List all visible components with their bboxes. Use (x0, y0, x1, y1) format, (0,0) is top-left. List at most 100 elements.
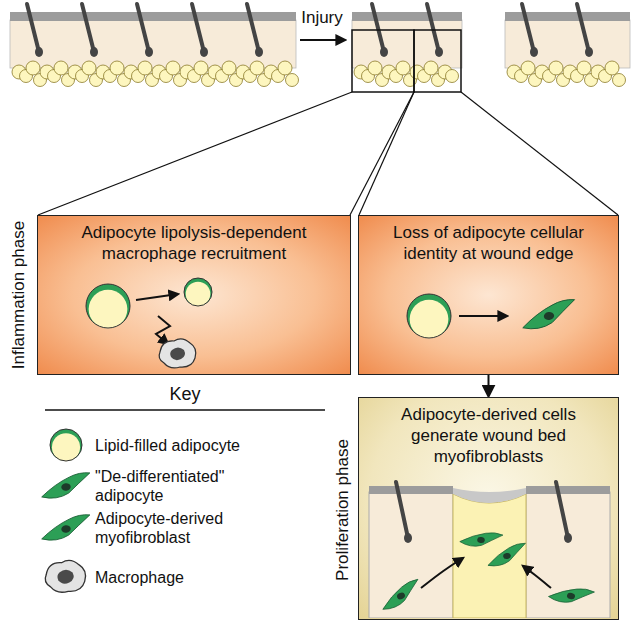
macrophage-cell (159, 339, 196, 368)
epidermis (352, 12, 462, 21)
box-heading: Adipocyte-derived cells generate wound b… (359, 398, 618, 467)
box-illustration (359, 478, 617, 618)
dermis (526, 492, 610, 618)
follicle-bulb (585, 47, 593, 57)
cell-nucleus (503, 552, 512, 559)
cell-nucleus (477, 536, 486, 543)
fat-cell (521, 61, 535, 75)
phase-label: Proliferation phase (333, 439, 353, 581)
legend-text: Macrophage (95, 568, 275, 587)
process-arrow (421, 558, 463, 588)
wound-bed (453, 494, 526, 618)
cell-body (520, 299, 578, 331)
legend-text: "De-differentiated" adipocyte (95, 467, 275, 505)
fat-cell (613, 74, 626, 87)
myofibroblast-cell (459, 526, 503, 552)
myofibroblast-cell (548, 580, 595, 609)
cell-nucleus (57, 570, 73, 584)
hair-follicle (247, 4, 259, 52)
hair-follicle (556, 482, 568, 538)
hair-follicle (577, 4, 589, 52)
fat-cell (424, 61, 438, 75)
adipocyte-lipid (407, 294, 451, 338)
adipocyte-outline (184, 278, 212, 306)
legend-symbol (34, 420, 98, 470)
legend-symbol (34, 461, 98, 511)
cell-body (377, 579, 424, 611)
follicle-bulb (380, 47, 388, 57)
cell-nucleus (61, 483, 71, 491)
process-box: Adipocyte lipolysis-dependent macrophage… (37, 215, 351, 375)
legend-text: Lipid-filled adipocyte (95, 436, 275, 455)
skin-illustration (10, 4, 630, 87)
adipocyte-lipid (184, 278, 212, 306)
fat-cell (549, 61, 563, 75)
fat-cell (278, 61, 292, 75)
fat-cell (446, 70, 459, 83)
legend-symbol (34, 503, 98, 553)
cell-nucleus (61, 525, 71, 533)
follicle-bulb (255, 47, 263, 57)
cell-nucleus (170, 348, 185, 361)
cell-body (45, 560, 85, 592)
hair-follicle (522, 4, 534, 52)
box-heading: Loss of adipocyte cellular identity at w… (359, 216, 618, 264)
myofibroblast-cell (40, 514, 92, 541)
adipocyte-lipid (410, 300, 449, 339)
zoom-rect (352, 30, 414, 92)
box-illustration (359, 268, 617, 373)
zoom-rect (414, 30, 461, 92)
cell-body (485, 543, 528, 568)
process-arrow (459, 315, 507, 317)
epidermis (369, 486, 453, 494)
cell-body (548, 580, 595, 609)
fat-cell (368, 61, 382, 75)
hair-follicle (137, 4, 149, 52)
myofibroblast-cell (40, 472, 92, 499)
fat-cell (26, 61, 40, 75)
adipocyte-lipid (50, 429, 82, 461)
flow-arrow (488, 375, 490, 396)
fat-cell (577, 61, 591, 75)
box-heading: Adipocyte lipolysis-dependent macrophage… (38, 216, 350, 264)
dermis (369, 492, 453, 618)
follicle-bulb (564, 533, 572, 543)
fat-cell (82, 61, 96, 75)
adipocyte-outline (407, 294, 451, 338)
fat-cell (286, 74, 299, 87)
adipocyte-lipid (89, 290, 128, 329)
fat-cell (250, 61, 264, 75)
cell-body (40, 472, 92, 499)
follicle-bulb (404, 533, 412, 543)
adipocyte-outline (50, 429, 82, 461)
phase-label: Inflammation phase (9, 221, 29, 369)
fat-cell (194, 61, 208, 75)
fat-cell (166, 61, 180, 75)
injury-arrow (300, 39, 345, 41)
myofibroblast-cell (377, 579, 424, 611)
dermis (352, 20, 462, 68)
follicle-bulb (435, 47, 443, 57)
cell-nucleus (396, 592, 406, 601)
fat-cell (605, 61, 619, 75)
process-arrow (156, 316, 170, 344)
process-arrow (523, 566, 551, 588)
myofibroblast-cell (520, 299, 578, 331)
hair-follicle (82, 4, 94, 52)
zoom-line (350, 92, 414, 215)
fat-cell (54, 61, 68, 75)
key-rule (45, 409, 325, 411)
hair-follicle (192, 4, 204, 52)
hair-follicle (396, 482, 408, 538)
epidermis (526, 486, 610, 494)
zoom-line (461, 92, 618, 215)
cell-body (40, 514, 92, 541)
process-box: Adipocyte-derived cells generate wound b… (358, 397, 619, 620)
adipocyte-outline (86, 284, 130, 328)
fat-cell (396, 61, 410, 75)
hair-follicle (27, 4, 39, 52)
follicle-bulb (530, 47, 538, 57)
follicle-bulb (90, 47, 98, 57)
zoom-line (38, 92, 352, 215)
macrophage-cell (45, 560, 85, 592)
